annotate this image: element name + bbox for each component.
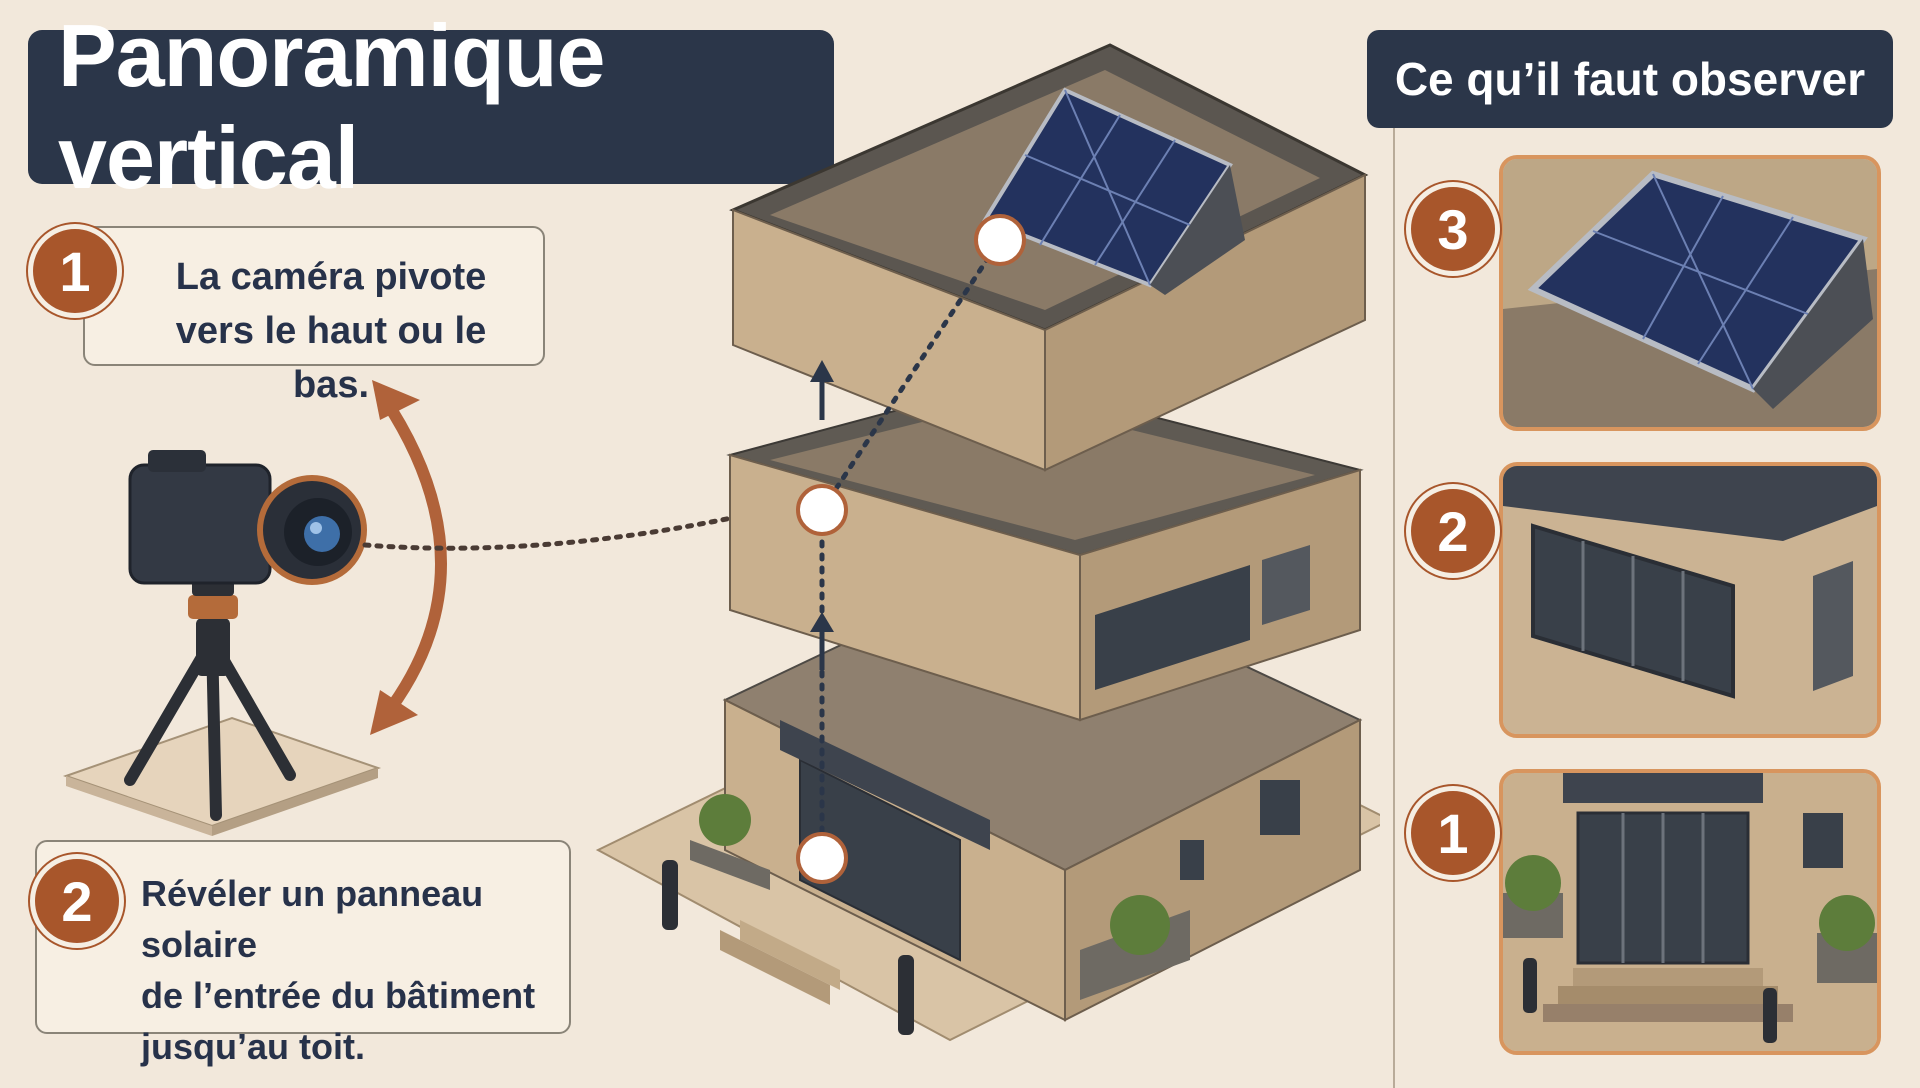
planter-left bbox=[690, 840, 770, 890]
callout-step-2-line-1: Révéler un panneau solaire bbox=[141, 873, 484, 965]
bollard-left bbox=[662, 860, 678, 930]
focus-point-middle bbox=[796, 484, 848, 536]
ground-floor-window bbox=[1260, 780, 1300, 835]
panel-middle-floor-roofline bbox=[1503, 466, 1877, 541]
panel-2-badge: 2 bbox=[1406, 484, 1500, 578]
panel-middle-floor bbox=[1499, 462, 1881, 738]
middle-floor-vent bbox=[1262, 545, 1310, 625]
solar-panel-stand bbox=[1150, 165, 1245, 295]
pivot-arrow-up bbox=[372, 380, 420, 420]
panel-entrance-shrub-left bbox=[1505, 855, 1561, 911]
camera-body bbox=[128, 463, 272, 585]
panel-solar bbox=[1499, 155, 1881, 431]
column-divider bbox=[1393, 128, 1395, 1088]
panel-1-badge: 1 bbox=[1406, 786, 1500, 880]
camera-lens-glass bbox=[304, 516, 340, 552]
bollard-center bbox=[898, 955, 914, 1035]
panel-entrance-shrub-right bbox=[1819, 895, 1875, 951]
pivot-arrow-down bbox=[370, 690, 418, 735]
entrance-steps bbox=[720, 930, 830, 1005]
focus-point-entrance bbox=[796, 832, 848, 884]
pan-arrow-lower bbox=[810, 612, 834, 632]
callout-step-2-line-2: de l’entrée du bâtiment bbox=[141, 975, 536, 1016]
entrance-canopy bbox=[780, 720, 990, 850]
pan-arrow-upper bbox=[810, 360, 834, 382]
callout-step-2: Révéler un panneau solaire de l’entrée d… bbox=[35, 840, 571, 1067]
shrub-right bbox=[1110, 895, 1170, 955]
step-2-badge: 2 bbox=[30, 854, 124, 948]
tripod-head bbox=[188, 595, 238, 619]
panel-entrance-steps bbox=[1543, 1004, 1793, 1022]
panel-entrance-canopy bbox=[1563, 773, 1763, 803]
shrub-left bbox=[699, 794, 751, 846]
roof-side bbox=[1044, 173, 1366, 472]
callout-step-1-line-2: vers le haut ou le bas. bbox=[175, 310, 487, 406]
tripod-center-column bbox=[196, 618, 230, 676]
entrance-glass bbox=[799, 758, 961, 962]
tripod-base-plate bbox=[62, 716, 382, 828]
tripod-base-edge bbox=[66, 776, 212, 836]
panel-3-badge: 3 bbox=[1406, 182, 1500, 276]
step-1-badge: 1 bbox=[28, 224, 122, 318]
title-banner: Panoramique vertical bbox=[28, 6, 834, 207]
middle-floor-window bbox=[1095, 565, 1250, 690]
pivot-arc bbox=[376, 389, 447, 726]
callout-step-2-line-3: jusqu’au toit. bbox=[141, 1026, 365, 1067]
focus-point-roof bbox=[974, 214, 1026, 266]
observe-header-text: Ce qu’il faut observer bbox=[1394, 53, 1866, 105]
panel-middle-floor-vent bbox=[1813, 561, 1853, 691]
observe-header: Ce qu’il faut observer bbox=[1367, 30, 1893, 128]
callout-step-1: La caméra pivote vers le haut ou le bas. bbox=[83, 226, 545, 406]
page-title: Panoramique vertical bbox=[58, 6, 605, 207]
panel-entrance bbox=[1499, 769, 1881, 1055]
building-illustration bbox=[62, 43, 1380, 1042]
camera-sightline bbox=[362, 502, 793, 551]
pan-path-upper bbox=[819, 237, 1003, 513]
callout-step-1-line-1: La caméra pivote bbox=[175, 256, 487, 298]
